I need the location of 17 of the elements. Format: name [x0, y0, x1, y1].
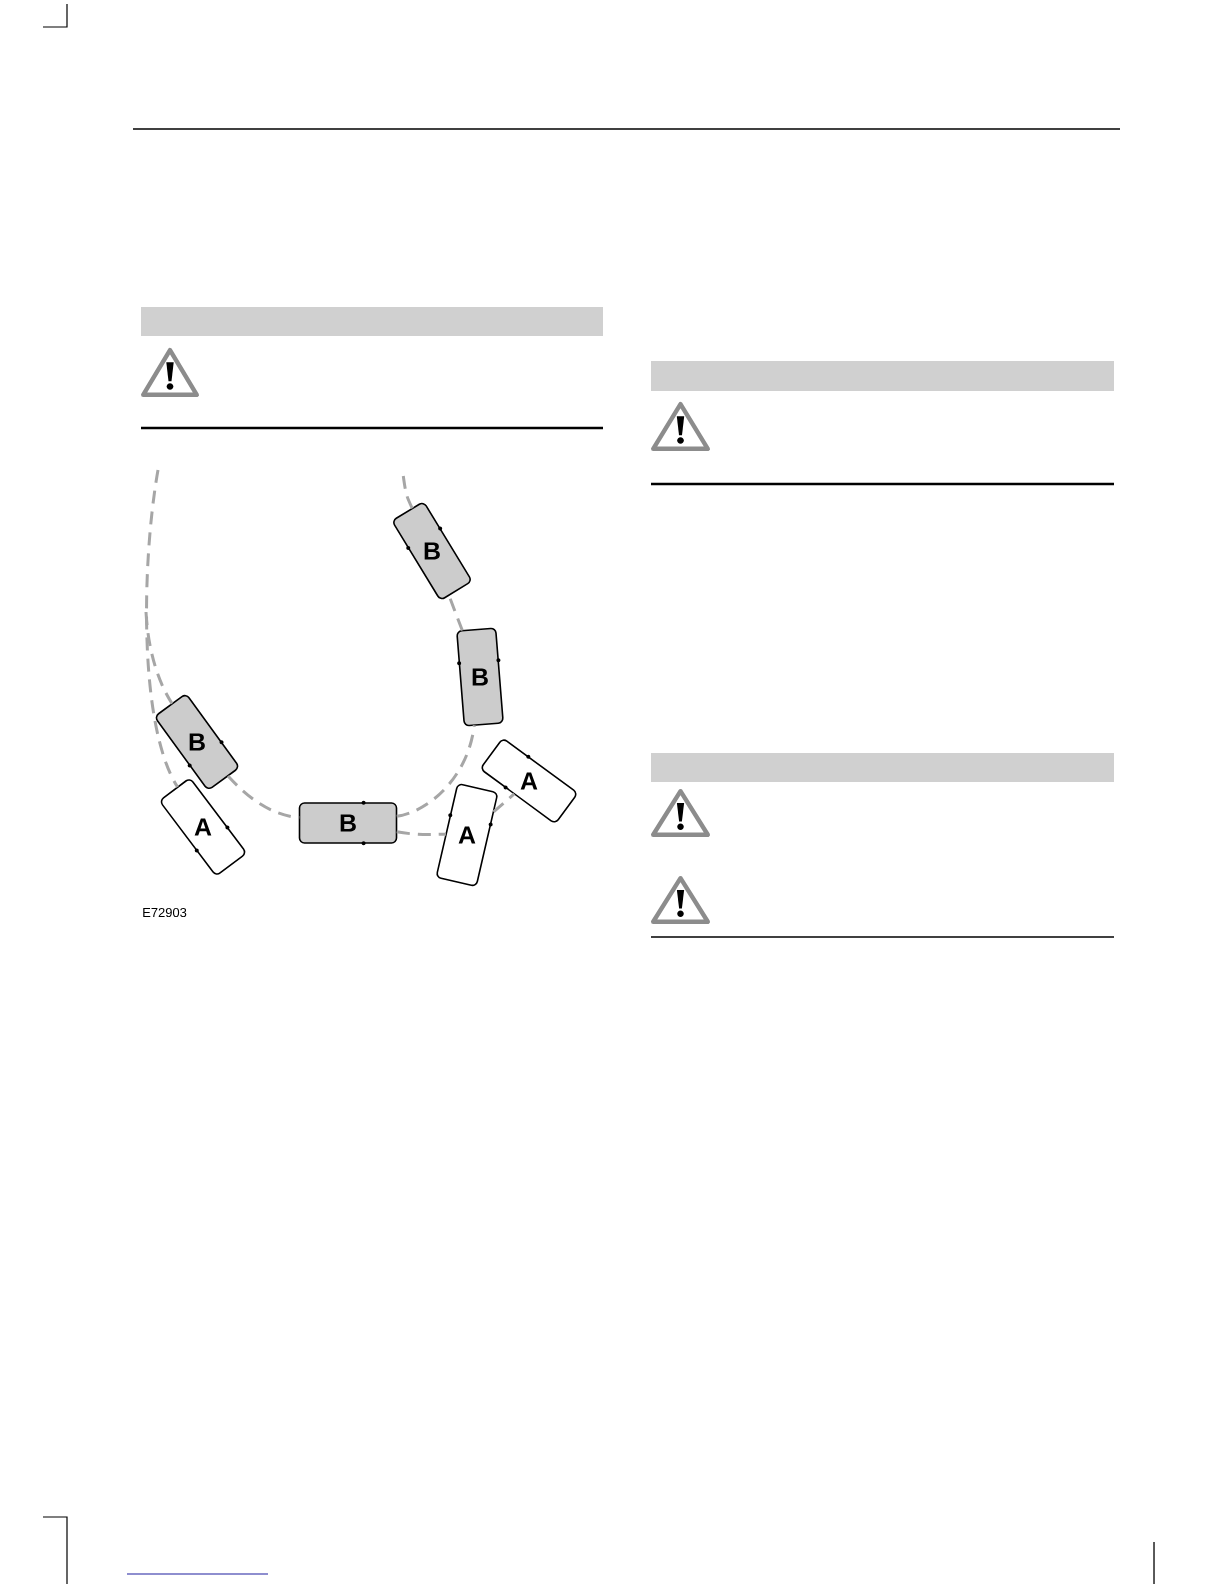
car: A: [436, 783, 498, 887]
heading-bar: [141, 307, 603, 336]
car: A: [160, 779, 246, 875]
car: B: [155, 694, 239, 790]
car: B: [298, 800, 398, 846]
dashed-track: [401, 473, 414, 509]
dashed-track: [396, 830, 446, 836]
dashed-track: [144, 611, 174, 705]
dashed-track: [492, 792, 516, 813]
car: B: [393, 502, 471, 600]
car: A: [481, 739, 577, 823]
dashed-track: [396, 725, 476, 818]
car: B: [456, 627, 504, 727]
heading-bar: [651, 361, 1114, 391]
heading-bar: [651, 753, 1114, 782]
figure-code: E72903: [143, 907, 187, 918]
dashed-track: [145, 469, 179, 788]
